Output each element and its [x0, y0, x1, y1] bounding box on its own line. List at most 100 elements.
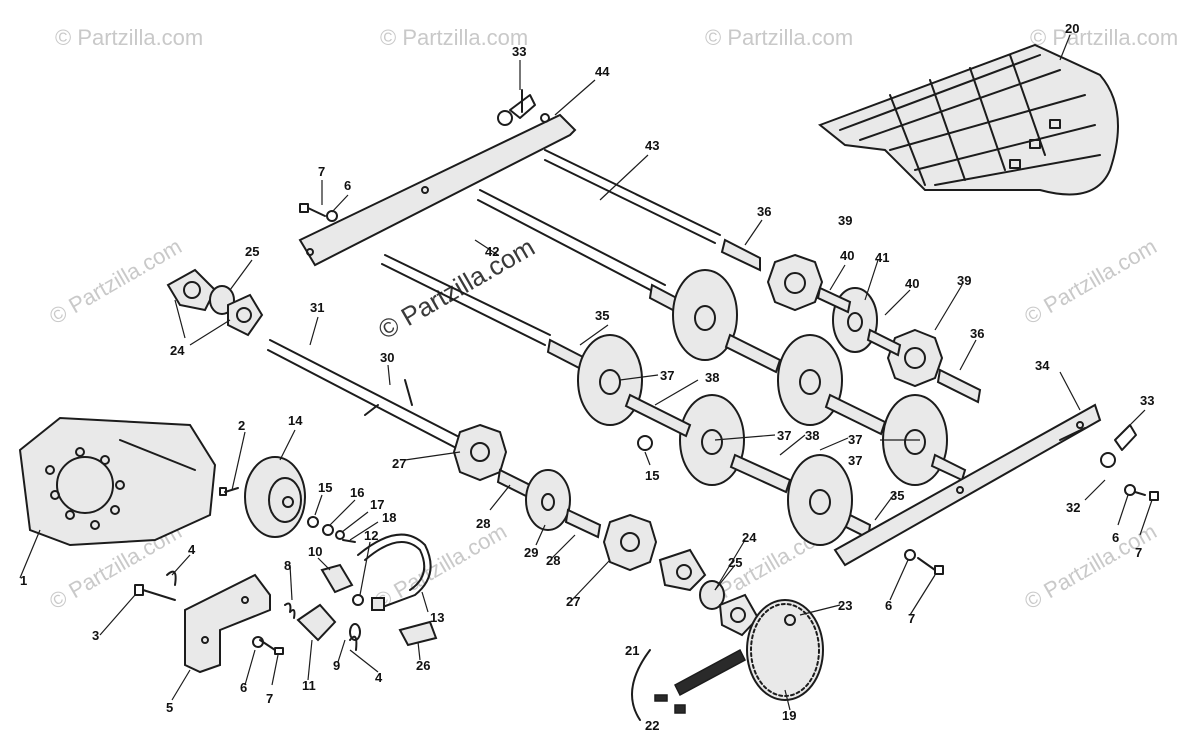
callout-label: 41: [875, 250, 889, 265]
callout-label: 5: [166, 700, 173, 715]
callout-label: 27: [566, 594, 580, 609]
watermark: © Partzilla.com: [705, 25, 853, 50]
callout-label: 8: [284, 558, 291, 573]
callout-label: 9: [333, 658, 340, 673]
callout-label: 6: [885, 598, 892, 613]
tensioner-part: [252, 602, 361, 655]
center-watermark: © Partzilla.com: [373, 232, 540, 346]
callout-label: 26: [416, 658, 430, 673]
drive-shaft-part: [364, 379, 413, 416]
callout-label: 28: [476, 516, 490, 531]
washer-part: [637, 435, 653, 451]
axle-bolt-part: [134, 570, 177, 601]
watermark: © Partzilla.com: [45, 234, 186, 330]
callout-label: 4: [375, 670, 383, 685]
callout-label: 36: [970, 326, 984, 341]
bogie-wheels: [577, 269, 948, 546]
callout-label: 22: [645, 718, 659, 733]
bolt-part: [299, 203, 338, 222]
brake-band-part: [357, 533, 432, 611]
callout-label: 39: [957, 273, 971, 288]
leader-lines: [19, 34, 1153, 711]
callout-label: 15: [318, 480, 332, 495]
lower-side-rail: [833, 403, 1102, 567]
callout-label: 4: [188, 542, 196, 557]
callout-label: 37: [848, 453, 862, 468]
callout-label: 2: [238, 418, 245, 433]
callout-label: 6: [344, 178, 351, 193]
callout-label: 33: [1140, 393, 1154, 408]
callout-label: 1: [20, 573, 27, 588]
callout-label: 25: [245, 244, 259, 259]
callout-label: 14: [288, 413, 303, 428]
brake-drum-part: [244, 456, 306, 538]
callout-label: 7: [1135, 545, 1142, 560]
chain-part: [631, 648, 746, 721]
callout-label: 38: [805, 428, 819, 443]
callout-label: 15: [645, 468, 659, 483]
callout-label: 40: [840, 248, 854, 263]
callout-label: 37: [660, 368, 674, 383]
watermark: © Partzilla.com: [1020, 234, 1161, 330]
upper-side-rail: [298, 113, 577, 267]
callout-label: 19: [782, 708, 796, 723]
watermark: © Partzilla.com: [55, 25, 203, 50]
callout-label: 20: [1065, 21, 1079, 36]
callout-label: 12: [364, 528, 378, 543]
callout-label: 6: [240, 680, 247, 695]
callout-label: 44: [595, 64, 610, 79]
callout-label: 16: [350, 485, 364, 500]
callout-label: 6: [1112, 530, 1119, 545]
callout-labels: 1 2 3 4 4 5 6 6 6 6 7 7 7 7 8 9 10 11 12…: [20, 21, 1154, 733]
callout-label: 36: [757, 204, 771, 219]
idler-sprockets: [766, 253, 944, 388]
callout-label: 10: [308, 544, 322, 559]
track-part: [817, 43, 1119, 196]
callout-label: 27: [392, 456, 406, 471]
bearing-flange-top: [166, 268, 264, 337]
drive-cover-part: [18, 416, 217, 547]
sprocket-part: [746, 599, 824, 701]
bolt-2: [219, 487, 239, 496]
callout-label: 39: [838, 213, 852, 228]
callout-label: 25: [728, 555, 742, 570]
callout-label: 24: [170, 343, 185, 358]
callout-label: 18: [382, 510, 396, 525]
callout-label: 21: [625, 643, 639, 658]
callout-label: 35: [890, 488, 904, 503]
clip-26: [349, 620, 438, 651]
callout-label: 32: [1066, 500, 1080, 515]
watermark: © Partzilla.com: [1020, 519, 1161, 615]
watermark: © Partzilla.com: [380, 25, 528, 50]
callout-label: 42: [485, 244, 499, 259]
center-spacers: [496, 468, 602, 539]
callout-label: 31: [310, 300, 324, 315]
bearing-flange-lower: [658, 548, 760, 637]
callout-label: 23: [838, 598, 852, 613]
callout-label: 43: [645, 138, 659, 153]
callout-label: 7: [266, 691, 273, 706]
callout-label: 7: [318, 164, 325, 179]
callout-label: 28: [546, 553, 560, 568]
axle-spacers: [624, 333, 967, 494]
callout-label: 24: [742, 530, 757, 545]
axle-parts: [267, 149, 721, 451]
watermark: © Partzilla.com: [370, 519, 511, 615]
callout-label: 7: [908, 611, 915, 626]
small-washers: [307, 516, 356, 543]
callout-label: 17: [370, 497, 384, 512]
callout-label: 37: [848, 432, 862, 447]
callout-label: 11: [302, 678, 316, 693]
drive-sprockets: [452, 423, 658, 572]
callout-label: 35: [595, 308, 609, 323]
clip-part: [497, 89, 536, 126]
callout-label: 40: [905, 276, 919, 291]
callout-label: 13: [430, 610, 444, 625]
callout-label: 38: [705, 370, 719, 385]
bracket-part: [184, 573, 271, 674]
callout-label: 30: [380, 350, 394, 365]
callout-label: 34: [1035, 358, 1050, 373]
callout-label: 3: [92, 628, 99, 643]
callout-label: 29: [524, 545, 538, 560]
